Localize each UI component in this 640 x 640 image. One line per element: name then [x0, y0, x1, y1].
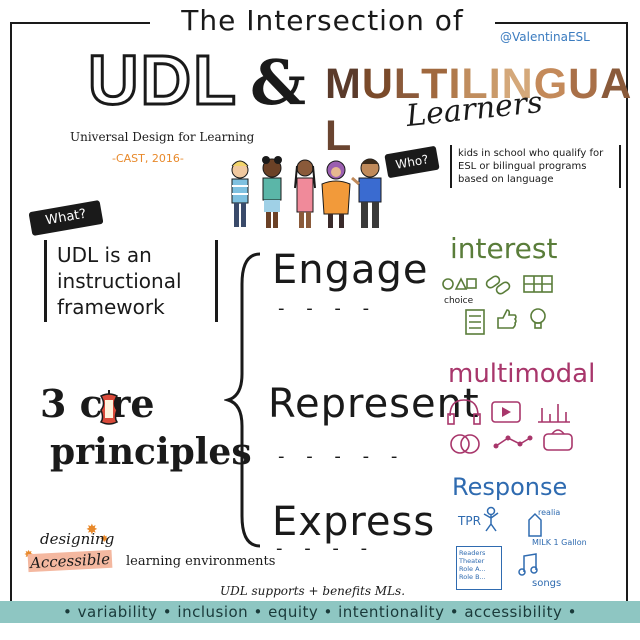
represent-underline: - - - - -: [278, 446, 406, 467]
multilingual-letter: L: [461, 60, 489, 108]
category-multimodal: multimodal: [448, 359, 596, 389]
engage-underline: - - - -: [278, 298, 378, 319]
lightbulb-icon: [530, 308, 546, 329]
interest-icons: [442, 275, 553, 335]
vr-headset-icon: [543, 429, 573, 451]
multilingual-letter: L: [325, 112, 353, 160]
response-songs-label: songs: [532, 578, 562, 589]
author-handle: @ValentinaESL: [500, 30, 590, 44]
milk-carton-icon: [528, 512, 542, 537]
kid-icons: [231, 156, 382, 228]
choice-shapes-icon: [442, 277, 477, 290]
ampersand: &: [250, 46, 306, 119]
page-title: The Intersection of: [181, 4, 464, 37]
rt-line: Role A...: [459, 565, 486, 573]
video-icon: [491, 401, 521, 423]
response-milk-label: MILK 1 Gallon: [532, 538, 587, 547]
learning-environments-text: learning environments: [126, 554, 276, 569]
multimodal-icons: [447, 399, 573, 454]
multilingual-letter: U: [568, 60, 601, 108]
multilingual-letter: U: [361, 60, 394, 108]
bar-chart-icon: [538, 404, 570, 423]
express-underline: - - - -: [276, 538, 376, 559]
kids-definition: kids in school who qualify for ESL or bi…: [450, 145, 621, 188]
response-realia-label: realia: [538, 508, 561, 517]
udl-definition-line: instructional: [57, 269, 182, 293]
tpr-figure-icon: [483, 506, 499, 532]
headphones-icon: [447, 399, 481, 425]
multilingual-letter: A: [600, 60, 633, 108]
udl-heading: UDL: [87, 40, 238, 121]
star-icon: ✸: [86, 522, 98, 538]
cast-citation: -CAST, 2016-: [112, 152, 184, 165]
thumbs-up-icon: [497, 309, 517, 329]
multilingual-letter: L: [393, 60, 422, 108]
link-icon: [485, 275, 511, 295]
rt-line: Theater: [459, 557, 485, 565]
multilingual-letter: M: [325, 60, 362, 108]
kid-1: [231, 160, 249, 227]
udl-definition-line: framework: [57, 295, 165, 319]
music-note-icon: [518, 553, 538, 576]
multilingual-letter: I: [448, 60, 462, 108]
kid-3: [294, 159, 316, 228]
udl-definition-line: UDL is an: [57, 243, 152, 267]
core-label: 3 c re: [40, 382, 155, 426]
multilingual-heading: MULTILINGUAL: [325, 58, 640, 162]
apple-core-icon: [99, 390, 119, 425]
readers-theater-card: Readers Theater Role A... Role B...: [456, 546, 502, 590]
category-response: Response: [452, 473, 568, 501]
venn-icon: [450, 434, 480, 454]
multilingual-letter: G: [533, 60, 569, 108]
rt-line: Readers: [459, 549, 486, 557]
multilingual-letter: T: [421, 60, 449, 108]
values-banner: • variability • inclusion • equity • int…: [0, 601, 640, 623]
kid-2: [262, 156, 282, 228]
principles-label: principles: [50, 431, 252, 473]
network-icon: [493, 435, 533, 449]
multilingual-letter: N: [501, 60, 534, 108]
principle-engage: Engage: [272, 247, 429, 293]
kid-5: [351, 158, 382, 228]
response-tpr-label: TPR: [458, 514, 481, 528]
udl-subtitle: Universal Design for Learning: [70, 130, 255, 144]
title-wrap: The Intersection of: [150, 4, 495, 38]
udl-definition: UDL is an instructional framework: [44, 240, 218, 322]
designing-text: designing: [40, 530, 115, 548]
core-text: 3 c re: [40, 381, 155, 426]
checklist-icon: [465, 309, 485, 335]
udl-supports-text: UDL supports + benefits MLs.: [220, 584, 406, 598]
interest-choice-label: choice: [444, 296, 474, 306]
kid-4: [321, 160, 351, 228]
principle-express: Express: [272, 499, 436, 545]
star-icon: ✸: [100, 534, 109, 545]
multilingual-letter: I: [488, 60, 502, 108]
rt-line: Role B...: [459, 573, 486, 581]
principle-represent: Represent: [268, 381, 480, 427]
goal-net-icon: [523, 275, 553, 293]
category-interest: interest: [450, 232, 558, 265]
curly-brace: [224, 252, 261, 548]
